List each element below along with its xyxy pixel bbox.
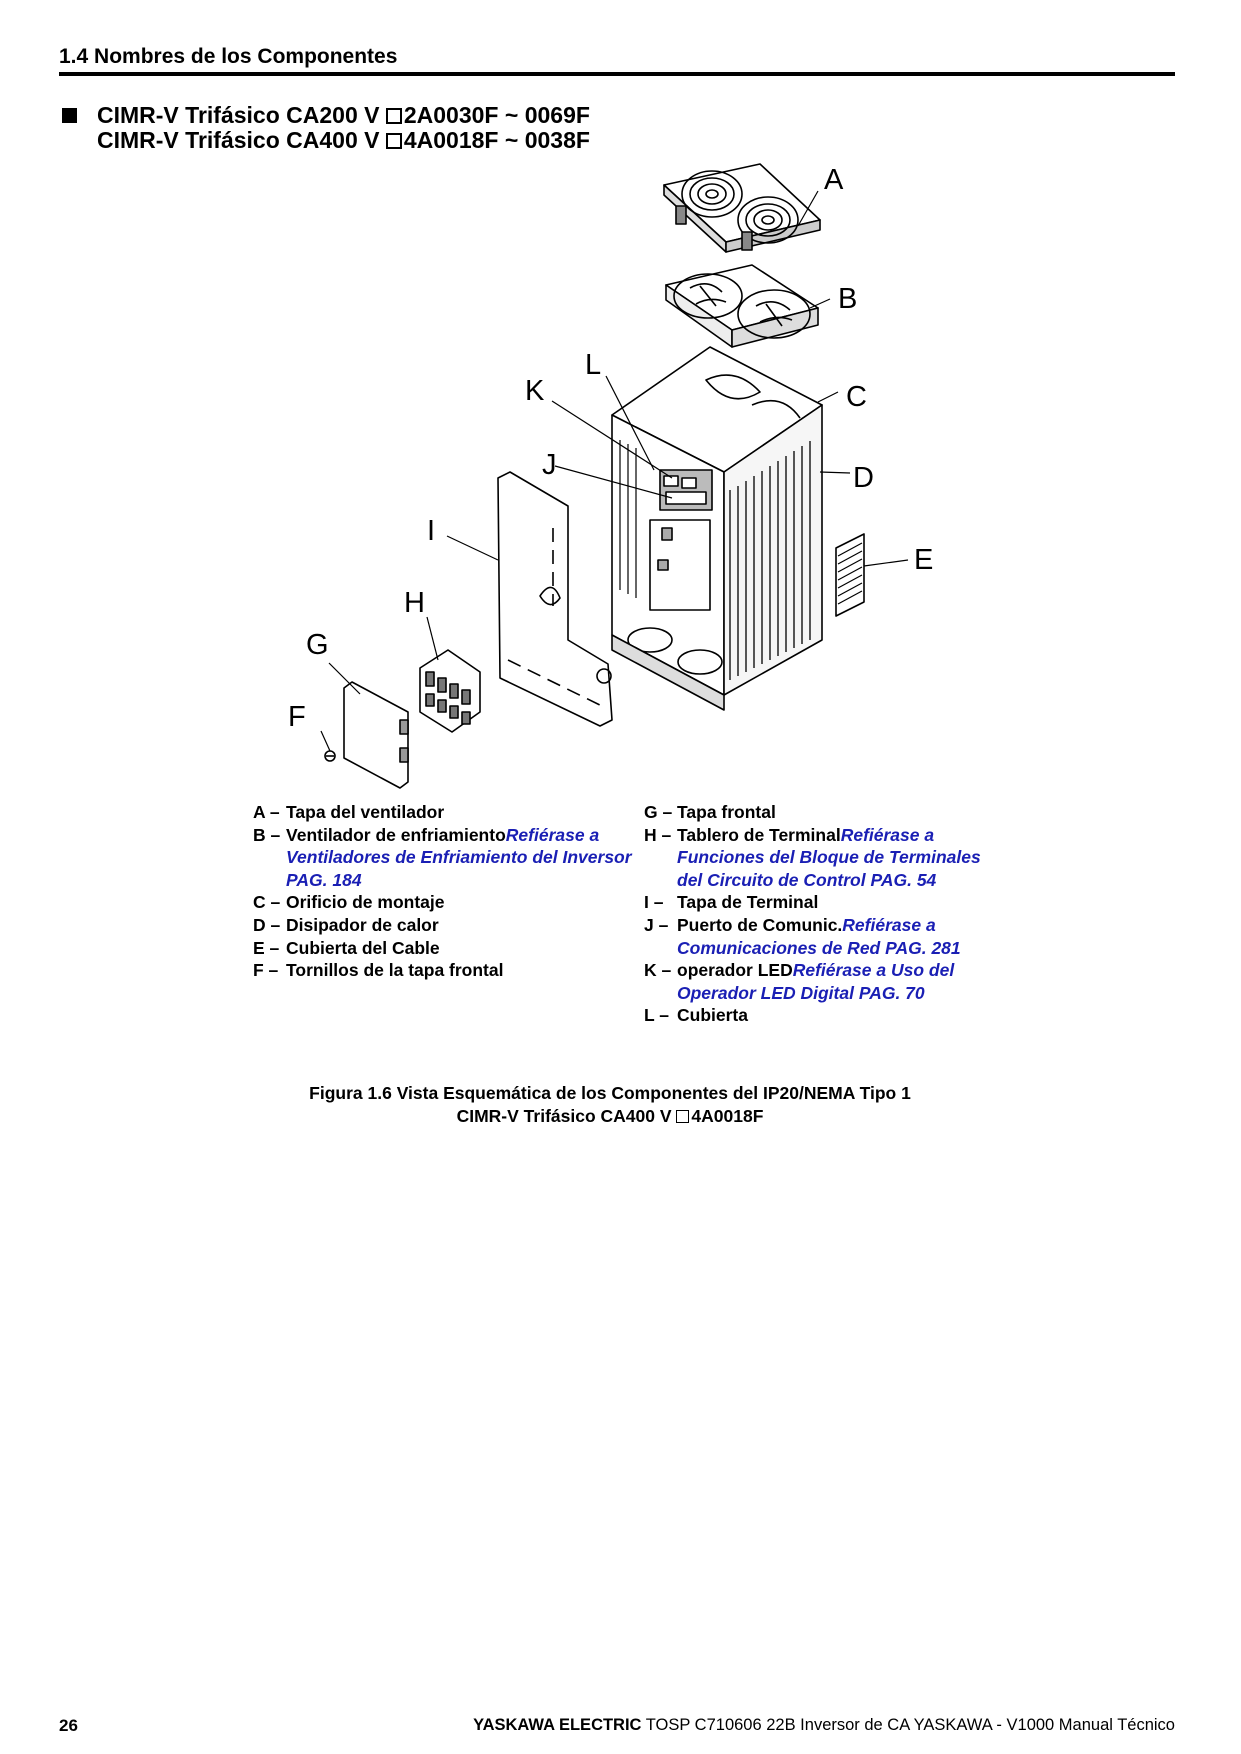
legend-left: A –Tapa del ventilador B –Ventilador de …	[253, 801, 633, 982]
figure-caption-line-2: CIMR-V Trifásico CA400 V 4A0018F	[456, 1105, 764, 1126]
legend-item-l: L –Cubierta	[644, 1005, 748, 1026]
cross-reference-link[interactable]: Refiérase a Uso del Operador LED Digital…	[677, 960, 955, 1003]
callout-a: A	[824, 164, 844, 196]
model-title-line-1: CIMR-V Trifásico CA200 V 2A0030F ~ 0069F	[97, 102, 590, 128]
legend-item-i: I –Tapa de Terminal	[644, 892, 819, 913]
footer-brand: YASKAWA ELECTRIC	[473, 1716, 642, 1734]
callout-g: G	[306, 629, 329, 661]
callout-j: J	[542, 449, 557, 481]
callout-b: B	[838, 283, 857, 315]
callout-h: H	[404, 587, 425, 619]
checkbox-square-icon	[385, 133, 402, 149]
legend-item-a: A –Tapa del ventilador	[253, 802, 445, 822]
drive-body-part	[611, 346, 823, 711]
figure-caption-line-1: Figura 1.6 Vista Esquemática de los Comp…	[309, 1083, 911, 1103]
callout-d: D	[853, 462, 874, 494]
callout-c: C	[846, 381, 867, 413]
legend-item-d: D –Disipador de calor	[253, 914, 439, 935]
section-rule	[59, 72, 1175, 76]
terminal-cover-part	[497, 471, 613, 727]
footer-document-info: YASKAWA ELECTRIC TOSP C710606 22B Invers…	[473, 1716, 1175, 1735]
callout-f: F	[288, 701, 306, 733]
legend-item-g: G –Tapa frontal	[644, 802, 776, 822]
legend-item-b: B –Ventilador de enfriamientoRefiérase a…	[253, 824, 632, 890]
checkbox-square-icon	[385, 108, 402, 124]
section-header: 1.4 Nombres de los Componentes	[59, 45, 398, 68]
terminal-board-part	[419, 649, 481, 733]
exploded-view-diagram: A B C D E F G H I J K L	[288, 163, 933, 789]
cross-reference-link[interactable]: Refiérase a Comunicaciones de Red PAG. 2…	[677, 914, 961, 958]
legend-item-f: F –Tornillos de la tapa frontal	[253, 960, 504, 981]
cooling-fan-part	[665, 264, 819, 348]
legend-item-c: C –Orificio de montaje	[253, 892, 445, 913]
legend-right: G –Tapa frontal H –Tablero de TerminalRe…	[644, 801, 1004, 1027]
model-title: CIMR-V Trifásico CA200 V 2A0030F ~ 0069F…	[62, 103, 590, 153]
legend-item-e: E –Cubierta del Cable	[253, 937, 440, 958]
cross-reference-link[interactable]: Refiérase a Ventiladores de Enfriamiento…	[286, 824, 632, 890]
callout-e: E	[914, 544, 933, 576]
legend-item-k: K –operador LEDRefiérase a Uso del Opera…	[644, 960, 955, 1003]
legend-item-h: H –Tablero de TerminalRefiérase a Funcio…	[644, 824, 981, 890]
cable-cover-part	[835, 533, 865, 617]
checkbox-square-icon	[676, 1109, 690, 1123]
figure-caption: Figura 1.6 Vista Esquemática de los Comp…	[200, 1082, 1020, 1127]
footer-doc-title: TOSP C710606 22B Inversor de CA YASKAWA …	[641, 1716, 1175, 1734]
callout-k: K	[525, 375, 545, 407]
model-title-line-2: CIMR-V Trifásico CA400 V 4A0018F ~ 0038F	[97, 127, 590, 153]
page-number: 26	[59, 1716, 78, 1735]
callout-i: I	[427, 515, 435, 547]
cross-reference-link[interactable]: Refiérase a Funciones del Bloque de Term…	[677, 824, 981, 890]
legend-item-j: J –Puerto de Comunic.Refiérase a Comunic…	[644, 914, 961, 958]
screw-part	[324, 750, 336, 762]
fan-cover-part	[663, 163, 821, 253]
callout-l: L	[585, 349, 601, 381]
front-cover-part	[343, 681, 409, 789]
square-bullet-icon	[62, 108, 77, 123]
